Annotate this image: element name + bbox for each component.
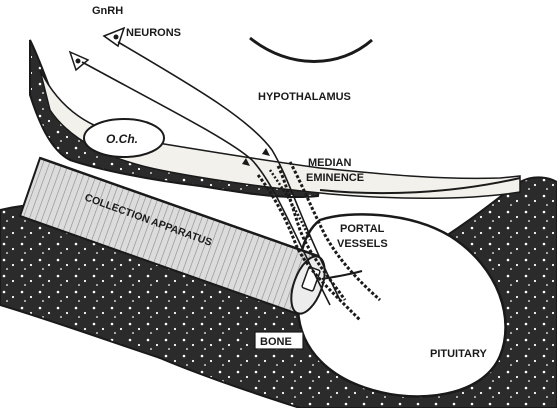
neuron-nucleus [114,35,119,40]
hypothalamus-arc [250,38,372,62]
neurons-label: NEURONS [126,27,181,39]
bone-label: BONE [260,336,292,348]
pituitary-label: PITUITARY [430,348,487,360]
neuron-nucleus [76,59,81,64]
gnrh-label: GnRH [92,5,123,17]
portal-label: PORTAL [340,223,385,235]
vessels-label: VESSELS [337,238,388,250]
median-label: MEDIAN [308,157,351,169]
och-label: O.Ch. [106,132,138,146]
hypothalamus-label: HYPOTHALAMUS [258,91,351,103]
eminence-label: EMINENCE [306,172,364,184]
